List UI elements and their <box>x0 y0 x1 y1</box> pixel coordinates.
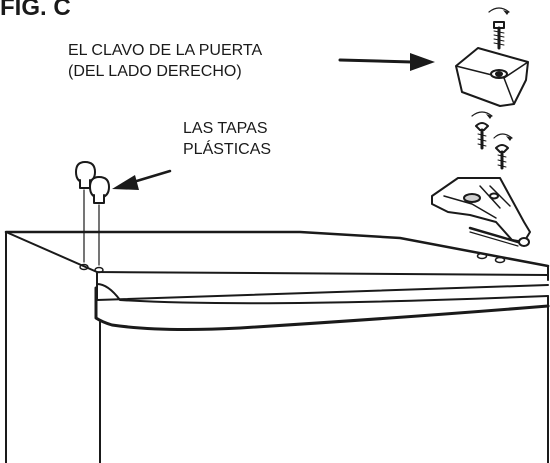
plastic-caps-label-line2: PLÁSTICAS <box>183 141 272 158</box>
plastic-caps <box>75 161 110 266</box>
caps-arrow <box>112 169 172 190</box>
door-front-panel <box>94 271 550 463</box>
door-pin-label: EL CLAVO DE LA PUERTA (DEL LADO DERECHO) <box>68 40 262 82</box>
door-pin-arrow <box>338 53 435 71</box>
top-holes <box>79 252 506 274</box>
door-pin <box>455 7 529 107</box>
plastic-caps-label: LAS TAPAS PLÁSTICAS <box>183 118 271 160</box>
figure-title: FIG. C <box>0 0 71 21</box>
hinge-plate <box>431 111 531 247</box>
plastic-caps-label-line1: LAS TAPAS <box>183 120 268 137</box>
door-pin-label-line1: EL CLAVO DE LA PUERTA <box>68 42 263 59</box>
door-pin-label-line2: (DEL LADO DERECHO) <box>68 63 242 80</box>
